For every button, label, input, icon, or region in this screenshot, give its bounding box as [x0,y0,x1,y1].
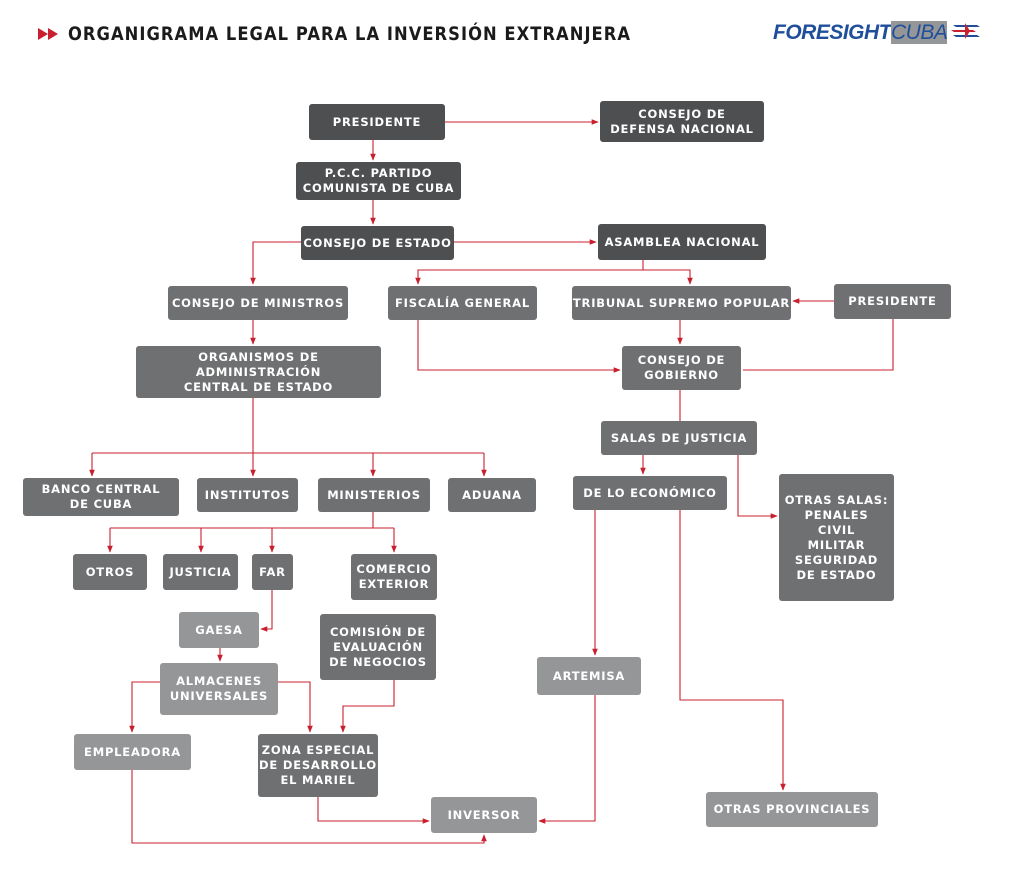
node-tribunal-supremo: TRIBUNAL SUPREMO POPULAR [572,286,791,320]
node-empleadora: EMPLEADORA [74,734,191,770]
node-almacenes-universales: ALMACENES UNIVERSALES [160,663,278,715]
double-arrow-icon [38,28,60,40]
node-comision-evaluacion: COMISIÓN DE EVALUACIÓN DE NEGOCIOS [320,614,436,680]
node-artemisa: ARTEMISA [537,657,641,695]
header: ORGANIGRAMA LEGAL PARA LA INVERSIÓN EXTR… [38,22,723,46]
node-consejo-gobierno: CONSEJO DE GOBIERNO [622,346,741,390]
node-salas-justicia: SALAS DE JUSTICIA [601,421,757,455]
node-consejo-estado: CONSEJO DE ESTADO [301,226,454,260]
node-comercio-exterior: COMERCIO EXTERIOR [351,554,437,600]
node-otros: OTROS [73,554,147,590]
node-organismos: ORGANISMOS DE ADMINISTRACIÓN CENTRAL DE … [136,346,381,398]
node-fiscalia-general: FISCALÍA GENERAL [388,286,537,320]
node-consejo-defensa-nacional: CONSEJO DE DEFENSA NACIONAL [600,101,764,142]
node-consejo-ministros: CONSEJO DE MINISTROS [168,286,348,320]
node-zona-especial-mariel: ZONA ESPECIAL DE DESARROLLO EL MARIEL [258,734,378,797]
node-de-lo-economico: DE LO ECONÓMICO [573,476,727,510]
node-institutos: INSTITUTOS [197,478,298,512]
page-title: ORGANIGRAMA LEGAL PARA LA INVERSIÓN EXTR… [68,23,632,45]
node-aduana: ADUANA [448,478,536,512]
node-otras-provinciales: OTRAS PROVINCIALES [706,792,878,827]
node-far: FAR [252,554,293,590]
node-presidente-tribunal: PRESIDENTE [834,284,951,319]
node-presidente: PRESIDENTE [309,104,445,140]
node-otras-salas: OTRAS SALAS: PENALES CIVIL MILITAR SEGUR… [779,474,894,601]
node-gaesa: GAESA [179,612,259,648]
logo-text: FORESIGHTCUBA [773,21,948,44]
node-justicia: JUSTICIA [163,554,238,590]
brand-logo: FORESIGHTCUBA [773,20,981,46]
node-ministerios: MINISTERIOS [318,478,430,512]
flag-stripes-icon [951,22,981,45]
node-banco-central: BANCO CENTRAL DE CUBA [23,478,179,516]
node-asamblea-nacional: ASAMBLEA NACIONAL [598,224,766,260]
node-pcc: P.C.C. PARTIDO COMUNISTA DE CUBA [296,162,461,200]
node-inversor: INVERSOR [431,797,537,833]
